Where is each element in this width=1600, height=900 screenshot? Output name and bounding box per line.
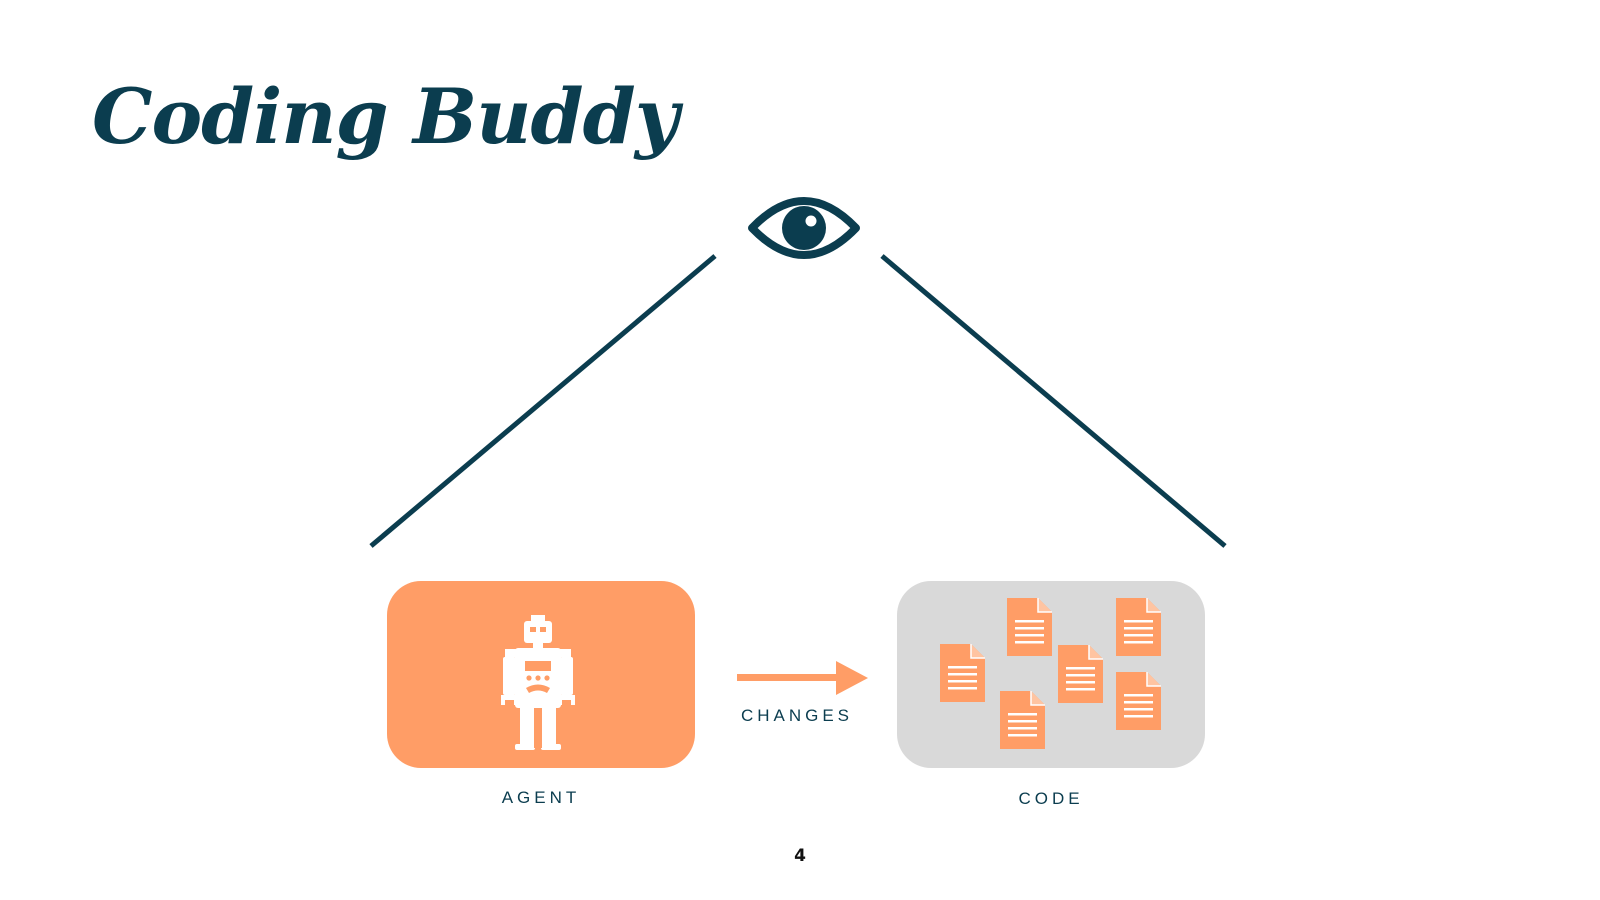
changes-label: CHANGES xyxy=(740,706,854,725)
document-icon xyxy=(1115,597,1162,657)
page-number: 4 xyxy=(794,846,806,866)
agent-box xyxy=(387,581,695,768)
code-label: CODE xyxy=(1018,789,1084,808)
arrow-right-icon xyxy=(737,661,868,695)
right-observation-line xyxy=(880,254,1227,548)
robot-icon xyxy=(501,615,575,750)
eye-icon xyxy=(748,197,860,259)
code-box xyxy=(897,581,1205,768)
left-observation-line xyxy=(369,254,717,548)
document-icon xyxy=(939,643,986,703)
document-icon xyxy=(999,690,1046,750)
document-icon xyxy=(1057,644,1104,704)
document-icons xyxy=(939,597,1162,750)
document-icon xyxy=(1115,671,1162,731)
agent-label: AGENT xyxy=(501,788,581,807)
document-icon xyxy=(1006,597,1053,657)
slide-title: Coding Buddy xyxy=(92,72,679,161)
